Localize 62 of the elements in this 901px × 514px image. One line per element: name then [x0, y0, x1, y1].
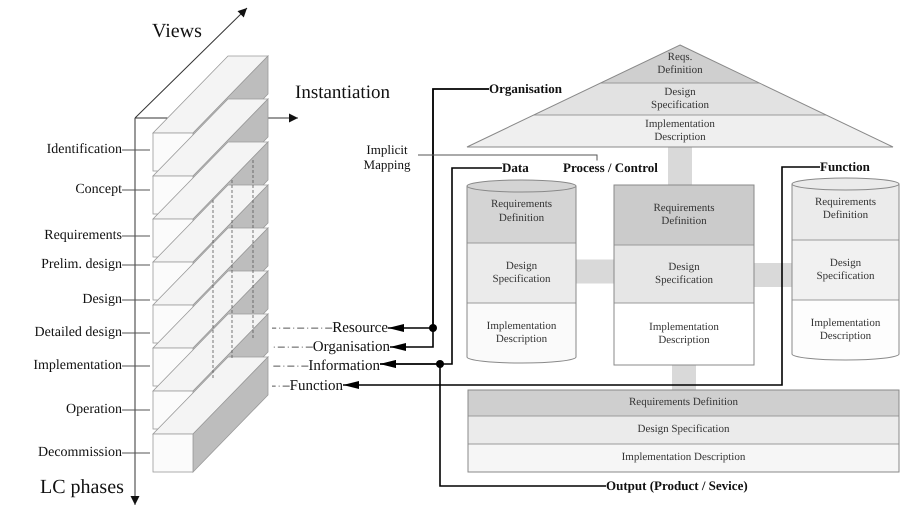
arrow	[343, 166, 820, 389]
phase-label: Decommission	[38, 445, 122, 462]
roof-triangle	[467, 45, 893, 147]
view-heading: Process / Control	[563, 160, 658, 176]
axis-label: Instantiation	[295, 82, 390, 104]
phase-label: Implementation	[33, 358, 122, 374]
phase-label: Prelim. design	[41, 257, 122, 274]
output-label: Output (Product / Sevice)	[606, 478, 748, 494]
leader-line	[272, 328, 333, 329]
output-bar	[468, 390, 899, 472]
leader-line	[122, 264, 150, 266]
phase-label: Concept	[75, 182, 122, 198]
connector-bar	[576, 260, 614, 284]
leader-line	[122, 236, 150, 237]
section-label: Implementation Description	[486, 320, 558, 346]
leader-line	[272, 346, 314, 348]
phase-label: Identification	[46, 142, 122, 158]
section-label: Design Specification	[815, 256, 876, 284]
section-label: Design Specification	[638, 423, 730, 437]
section-label: Implementation Description	[810, 316, 882, 344]
leader-line	[272, 366, 309, 367]
view-heading: Data	[502, 160, 529, 176]
arrow	[380, 360, 606, 487]
leader-line	[122, 190, 150, 191]
connector-bar	[672, 365, 696, 390]
view-label: Information	[308, 358, 380, 375]
view-label: Resource	[332, 320, 388, 337]
section-label: Requirements Definition	[490, 198, 554, 225]
leader-line	[122, 366, 150, 367]
section-label: Reqs. Definition	[656, 50, 704, 78]
mapping-label: Implicit Mapping	[356, 143, 418, 173]
phase-label: Design	[82, 292, 122, 308]
view-heading: Organisation	[489, 82, 562, 96]
section-label: Requirements Definition	[628, 396, 738, 410]
section-label: Implementation Description	[622, 451, 746, 465]
leader-line	[122, 300, 150, 301]
section-label: Design Specification	[491, 260, 552, 286]
section-label: Requirements Definition	[652, 202, 716, 228]
view-heading: Function	[820, 160, 870, 174]
phase-label: Operation	[66, 402, 122, 418]
section-label: Design Specification	[654, 260, 714, 288]
connector-bar	[754, 263, 792, 287]
leader-line	[418, 154, 598, 161]
axis-label: LC phases	[40, 476, 124, 499]
section-label: Implementation Description	[648, 320, 720, 348]
process-box	[614, 185, 754, 365]
leader-line	[122, 150, 150, 151]
section-label: Design Specification	[650, 86, 710, 112]
cylinder	[792, 178, 899, 360]
phase-label: Detailed design	[34, 325, 122, 342]
phase-label: Requirements	[44, 228, 122, 244]
section-label: Implementation Description	[644, 118, 716, 144]
connector-bar	[668, 147, 692, 185]
leader-line	[122, 410, 150, 411]
cylinder	[467, 180, 576, 363]
section-label: Requirements Definition	[814, 196, 878, 222]
leader-line	[122, 332, 150, 334]
leader-line	[122, 452, 150, 454]
view-label: Organisation	[312, 338, 390, 356]
leader-line	[272, 386, 290, 387]
view-label: Function	[290, 378, 343, 395]
axis-label: Views	[152, 20, 202, 43]
